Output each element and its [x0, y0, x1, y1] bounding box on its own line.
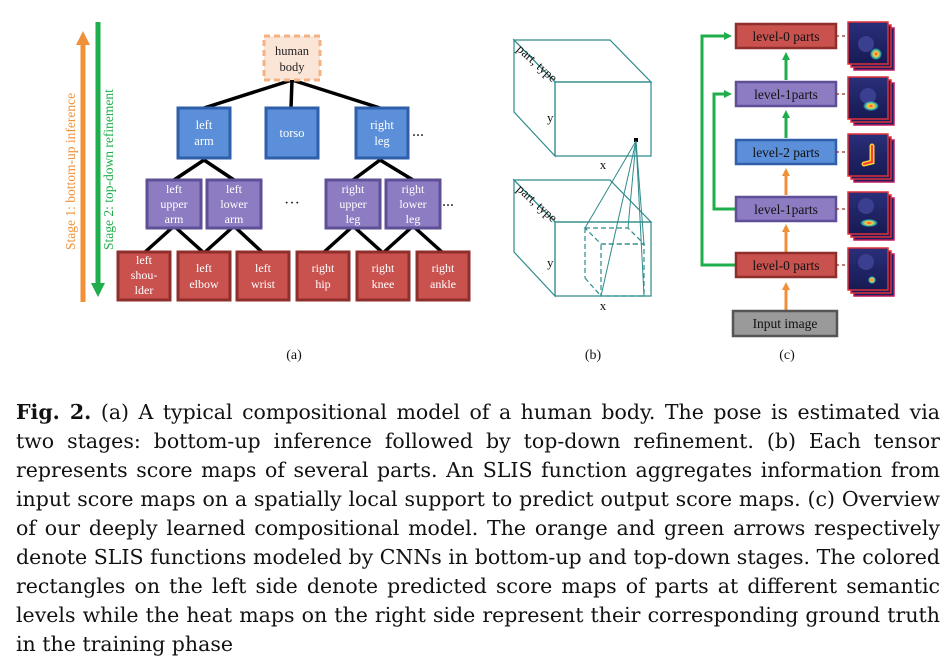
node-left-shoulder: left shou- lder [116, 250, 172, 302]
svg-text:lower: lower [220, 197, 247, 211]
heatmap-stack-level1-bottom [847, 191, 895, 241]
panel-a: Stage 1: bottom-up inference Stage 2: to… [63, 22, 471, 363]
svg-text:wrist: wrist [251, 277, 276, 291]
heatmap-stack-level2 [847, 133, 895, 183]
node-left-lower-arm: left lower arm [205, 178, 263, 230]
box-level0-bottom: level-0 parts [734, 251, 838, 279]
svg-text:right: right [402, 182, 425, 196]
node-left-arm: left arm [176, 106, 232, 160]
heatmap-stack-level0-top [847, 21, 895, 71]
svg-text:Input image: Input image [753, 316, 818, 331]
caption-text: (a) A typical compositional model of a h… [16, 400, 940, 656]
svg-text:leg: leg [374, 134, 390, 148]
box-level1-top: level-1parts [734, 80, 838, 108]
svg-text:leg: leg [346, 212, 361, 226]
svg-text:right: right [342, 182, 365, 196]
box-level2: level-2 parts [734, 138, 838, 166]
top-down-arrows [700, 32, 790, 267]
ellipsis-level2: ... [412, 123, 424, 140]
axis-x-top: x [600, 157, 607, 172]
node-left-upper-arm: left upper arm [145, 178, 203, 230]
svg-text:left: left [196, 118, 213, 132]
node-right-ankle: right ankle [415, 250, 471, 302]
tensor-bottom [512, 178, 653, 298]
svg-text:leg: leg [406, 212, 421, 226]
svg-text:level-2 parts: level-2 parts [752, 145, 819, 160]
heatmap-connectors [836, 35, 846, 266]
figure-caption: Fig. 2. (a) A typical compositional mode… [16, 398, 940, 659]
node-right-upper-leg: right upper leg [324, 178, 382, 230]
svg-text:right: right [370, 118, 394, 132]
svg-text:arm: arm [194, 134, 214, 148]
svg-text:level-1parts: level-1parts [754, 87, 818, 102]
svg-text:level-0 parts: level-0 parts [752, 258, 819, 273]
svg-text:torso: torso [280, 126, 305, 140]
svg-text:body: body [280, 60, 306, 74]
svg-text:left: left [196, 261, 213, 275]
panel-c: level-0 parts level-1parts level-2 parts… [700, 21, 895, 363]
svg-text:left: left [255, 261, 272, 275]
caption-lead: Fig. 2. [16, 400, 92, 424]
projection-lines [584, 140, 645, 297]
svg-text:upper: upper [160, 197, 187, 211]
axis-part-type-top: part, type [514, 41, 561, 85]
box-level1-bottom: level-1parts [734, 195, 838, 223]
tensor-top [512, 38, 653, 158]
heatmap-stack-level0-bottom [847, 247, 895, 297]
svg-text:knee: knee [372, 277, 395, 291]
svg-text:left: left [166, 182, 183, 196]
tree-edges [142, 78, 445, 255]
svg-text:arm: arm [225, 212, 244, 226]
node-left-elbow: left elbow [176, 250, 232, 302]
svg-text:left: left [226, 182, 243, 196]
node-right-lower-leg: right lower leg [384, 178, 442, 230]
panel-b-label: (b) [585, 348, 602, 363]
box-input-image: Input image [731, 309, 839, 338]
svg-text:left: left [136, 253, 153, 267]
svg-text:human: human [275, 44, 310, 58]
node-right-knee: right knee [355, 250, 411, 302]
svg-text:level-0 parts: level-0 parts [752, 29, 819, 44]
svg-text:level-1parts: level-1parts [754, 202, 818, 217]
axis-x-bottom: x [600, 298, 607, 313]
panel-a-label: (a) [286, 348, 302, 363]
stage1-label: Stage 1: bottom-up inference [63, 93, 78, 250]
axis-part-type-bottom: part, type [514, 181, 561, 225]
svg-text:right: right [312, 261, 335, 275]
svg-text:right: right [432, 261, 455, 275]
panel-b-labels: part, type y x part, type y x (b) [514, 41, 607, 363]
node-right-hip: right hip [295, 250, 351, 302]
panel-c-label: (c) [779, 348, 795, 363]
node-left-wrist: left wrist [235, 250, 291, 302]
ellipsis-level1: ... [442, 193, 454, 210]
output-point [634, 138, 638, 142]
svg-text:arm: arm [165, 212, 184, 226]
node-torso: torso [264, 106, 320, 160]
panel-b [512, 38, 653, 298]
node-right-leg: right leg [354, 106, 410, 160]
svg-text:ankle: ankle [430, 277, 456, 291]
box-level0-top: level-0 parts [734, 22, 838, 50]
svg-text:lder: lder [135, 283, 154, 297]
svg-text:right: right [372, 261, 395, 275]
svg-text:shou-: shou- [131, 268, 158, 282]
stage2-label: Stage 2: top-down refinement [101, 89, 116, 250]
node-human-body: human body [262, 34, 322, 82]
svg-text:elbow: elbow [189, 277, 219, 291]
axis-y-bottom: y [547, 255, 554, 270]
svg-text:hip: hip [315, 277, 330, 291]
figure-2: Stage 1: bottom-up inference Stage 2: to… [63, 21, 895, 363]
heatmap-stack-level1-top [847, 76, 895, 126]
ellipsis-level1-mid: ··· [284, 195, 300, 212]
svg-text:lower: lower [399, 197, 426, 211]
svg-text:upper: upper [339, 197, 366, 211]
axis-y-top: y [547, 110, 554, 125]
